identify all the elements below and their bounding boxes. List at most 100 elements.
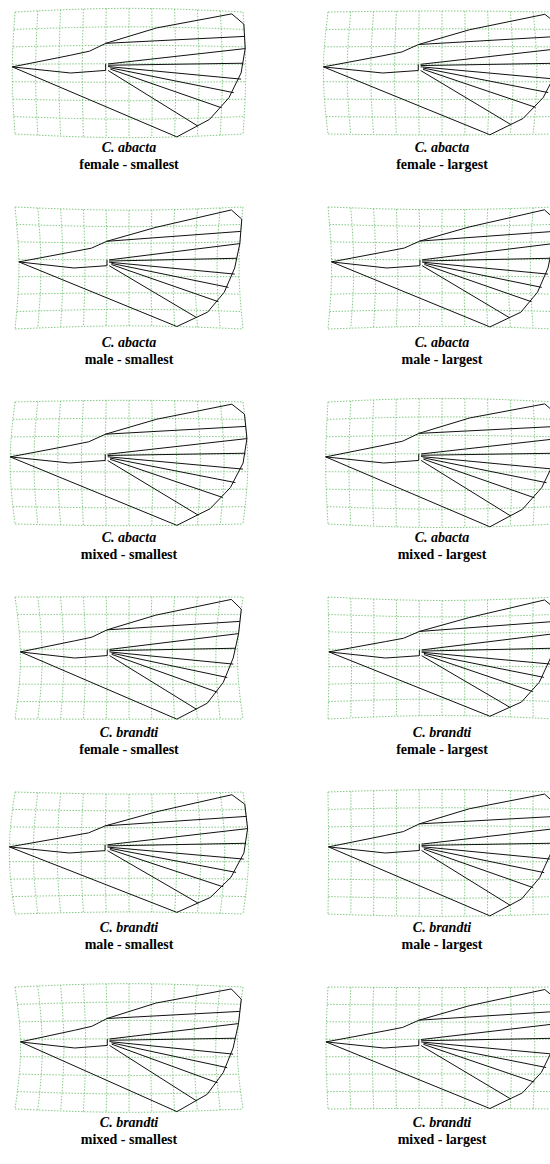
grid-line xyxy=(328,897,550,899)
grid-line xyxy=(13,45,245,47)
grid-line xyxy=(442,398,443,527)
wing-vein xyxy=(422,850,511,905)
grid-line xyxy=(328,11,550,13)
grid-line xyxy=(442,210,443,327)
species-name: C. brandti xyxy=(413,920,471,936)
grid-line xyxy=(15,719,243,720)
grid-line xyxy=(151,9,153,138)
wing-vein xyxy=(490,24,550,135)
wing-vein xyxy=(421,1024,550,1040)
wing-vein xyxy=(9,795,244,847)
grid-line xyxy=(81,794,83,913)
grid-line xyxy=(20,649,237,650)
grid-line xyxy=(36,11,38,135)
grid-line xyxy=(326,116,550,118)
wing-vein xyxy=(105,816,246,825)
grid-line xyxy=(326,1021,550,1022)
wing-vein xyxy=(490,414,550,527)
grid-line xyxy=(15,524,243,526)
grid-line xyxy=(18,293,240,294)
grid-line xyxy=(533,12,537,135)
grid-line xyxy=(129,210,130,326)
grid-line xyxy=(129,597,130,719)
grid-line xyxy=(216,986,220,1110)
grid-line xyxy=(83,597,85,719)
wing-vein xyxy=(109,648,235,650)
grid-line xyxy=(105,794,106,912)
grid-line xyxy=(326,489,550,491)
grid-line xyxy=(328,914,550,916)
wing-vein xyxy=(421,439,550,454)
grid-line xyxy=(532,791,533,914)
grid-line xyxy=(11,489,247,491)
grid-line xyxy=(327,417,550,420)
grid-line xyxy=(324,64,550,65)
grid-line xyxy=(17,614,240,615)
grid-line xyxy=(19,259,239,260)
wing-vein xyxy=(109,1042,233,1055)
wing-vein xyxy=(423,69,536,107)
wing-vein xyxy=(419,816,550,824)
grid-line xyxy=(329,632,550,633)
wing-vein xyxy=(20,1042,107,1048)
grid-line xyxy=(15,207,19,329)
wing-vein xyxy=(108,453,246,455)
wing-vein xyxy=(9,847,177,912)
wing-vein xyxy=(110,68,233,93)
wing-vein xyxy=(108,63,243,65)
wing-vein xyxy=(422,843,550,845)
grid-line xyxy=(324,99,550,100)
grid-line xyxy=(13,809,246,810)
grid-line xyxy=(15,400,243,402)
group-label: female - smallest xyxy=(79,742,179,758)
wing-vein xyxy=(112,1044,218,1083)
species-name: C. brandti xyxy=(100,1115,158,1131)
grid-line xyxy=(419,600,420,715)
grid-line xyxy=(106,984,107,1112)
wing-vein xyxy=(110,849,223,886)
grid-line xyxy=(324,81,550,82)
grid-line xyxy=(61,985,64,1111)
wing-vein xyxy=(422,652,550,664)
wing-vein xyxy=(326,457,419,463)
wing-vein xyxy=(421,67,550,79)
grid-line xyxy=(38,208,41,328)
grid-line xyxy=(464,988,465,1109)
wing-vein xyxy=(422,829,550,845)
wing-vein xyxy=(423,459,534,498)
group-label: male - largest xyxy=(402,352,483,368)
grid-line xyxy=(332,259,550,260)
wing-vein xyxy=(108,457,243,469)
grid-line xyxy=(129,984,130,1113)
group-label: mixed - smallest xyxy=(81,547,177,563)
grid-line xyxy=(328,524,550,528)
grid-line xyxy=(13,418,245,419)
wing-vein xyxy=(110,459,223,497)
grid-line xyxy=(197,401,200,525)
wing-panel xyxy=(15,597,243,719)
grid-line xyxy=(464,11,466,135)
grid-line xyxy=(38,597,42,719)
grid-line xyxy=(326,402,328,524)
grid-line xyxy=(129,8,130,137)
grid-line xyxy=(15,134,243,138)
species-name: C. abacta xyxy=(102,530,156,546)
grid-line xyxy=(151,597,152,719)
grid-line xyxy=(13,895,246,896)
wing-vein xyxy=(326,990,550,1042)
grid-line xyxy=(350,791,351,914)
wing-vein xyxy=(329,847,490,916)
grid-line xyxy=(374,209,376,328)
wing-vein xyxy=(419,426,550,433)
grid-line xyxy=(327,1091,550,1092)
grid-line xyxy=(81,401,83,526)
grid-line xyxy=(17,701,240,702)
wing-vein xyxy=(107,231,241,241)
grid-line xyxy=(510,987,511,1108)
grid-line xyxy=(328,699,550,701)
grid-line xyxy=(532,598,534,718)
grid-line xyxy=(15,1109,243,1112)
wing-vein xyxy=(420,231,550,241)
wing-vein xyxy=(20,652,176,719)
grid-line xyxy=(396,209,397,327)
